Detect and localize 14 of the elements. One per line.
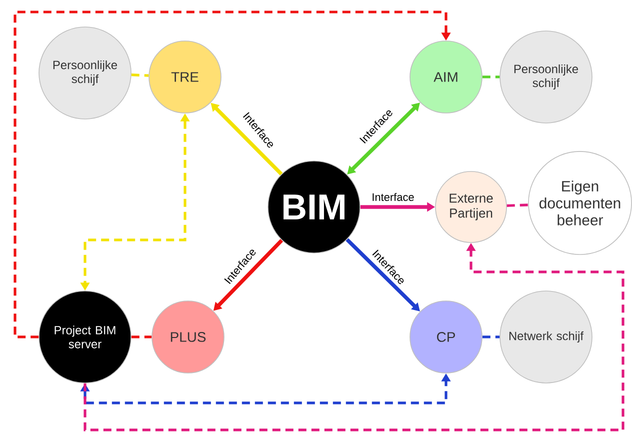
circle-node: Eigen documenten beheer xyxy=(528,151,632,255)
arrow xyxy=(346,238,420,312)
circle-node: Project BIM server xyxy=(38,290,132,384)
circle-node: BIM xyxy=(268,160,360,254)
circle-node: Persoonlijke schijf xyxy=(38,26,132,120)
circle-node: Netwerk schijf xyxy=(500,290,592,384)
circle-node: TRE xyxy=(148,40,222,114)
circle-node: Persoonlijke schijf xyxy=(500,30,592,124)
arrow xyxy=(14,10,451,338)
edge-label: Interface xyxy=(371,192,415,202)
circle-node: CP xyxy=(410,300,482,374)
circle-node: PLUS xyxy=(152,300,224,374)
circle-node: Externe Partijen xyxy=(435,171,507,243)
circle-node: AIM xyxy=(410,40,482,114)
